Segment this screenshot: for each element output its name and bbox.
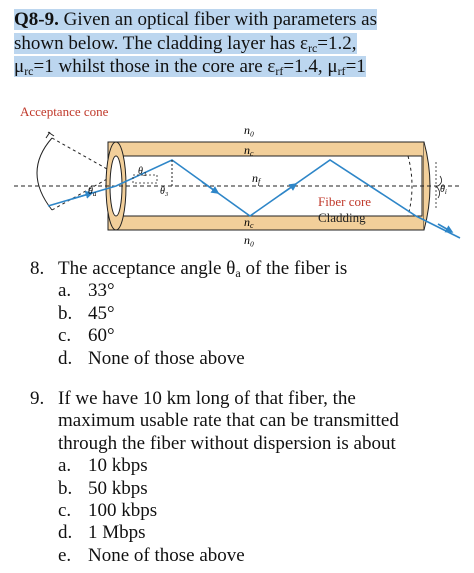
header-text-2b: =1.2, (317, 32, 357, 54)
header-text-3a: μ (14, 56, 25, 77)
n0-top-label: n₀ (244, 123, 254, 137)
q9-line-3: through the fiber without dispersion is … (58, 432, 396, 454)
q9-option-c[interactable]: c. 100 kbps (30, 500, 399, 522)
header-sub-3c: rf (337, 64, 346, 78)
fiber-diagram-svg: Acceptance cone θa θ₂ θ₃ θi (14, 104, 461, 247)
q8-option-b[interactable]: b. 45° (30, 303, 347, 325)
cone-mark (45, 131, 55, 139)
q8-option-b-letter: b. (58, 302, 73, 324)
q9-option-a-text: 10 kbps (88, 455, 148, 477)
q8-option-d-text: None of those above (88, 347, 245, 369)
header-sub-2: rc (307, 40, 318, 55)
theta-a-label: θa (88, 186, 97, 198)
header-line-3: μrc=1 whilst those in the core are εrf=1… (14, 56, 366, 77)
q8-option-c[interactable]: c. 60° (30, 325, 347, 347)
q8-stem: 8. The acceptance angle θa of the fiber … (30, 258, 347, 280)
light-ray (47, 159, 461, 239)
question-id: Q8-9. (14, 9, 59, 30)
ray-arrow-1 (71, 191, 94, 200)
header-text-3d: =1 (345, 56, 366, 77)
q9-option-a[interactable]: a. 10 kbps (30, 455, 399, 477)
q8-option-d-letter: d. (58, 347, 73, 369)
q9-text: If we have 10 km long of that fiber, the… (58, 388, 399, 455)
header-text-1: Given an optical fiber with parameters a… (58, 9, 377, 30)
q9-option-d-letter: d. (58, 522, 73, 544)
q8-text: The acceptance angle θa of the fiber is (58, 258, 347, 280)
q9-option-e-letter: e. (58, 544, 72, 566)
fiber-core-label: Fiber core (318, 194, 371, 209)
fiber-diagram: Acceptance cone θa θ₂ θ₃ θi (12, 102, 462, 250)
ray-arrow-4 (437, 223, 454, 233)
theta2-box (132, 174, 158, 184)
q8-option-a[interactable]: a. 33° (30, 280, 347, 302)
theta3-label: θ₃ (160, 186, 169, 197)
q8-option-a-text: 33° (88, 280, 115, 302)
n0-bottom-label: n₀ (244, 233, 254, 247)
nc-bottom-label: nc (244, 215, 254, 230)
q8-option-a-letter: a. (58, 280, 72, 302)
header-sub-3a: rc (24, 64, 34, 78)
q8-option-b-text: 45° (88, 302, 115, 324)
q9-option-b-text: 50 kbps (88, 477, 148, 499)
ray-arrow-2 (201, 181, 220, 194)
theta-i-arc-2 (437, 175, 442, 187)
q8-option-c-text: 60° (88, 325, 115, 347)
ray-arrow-3 (279, 183, 298, 196)
theta2-label: θ₂ (138, 166, 147, 177)
q9-line-1: If we have 10 km long of that fiber, the (58, 388, 356, 409)
theta-i-label: θi (440, 184, 447, 196)
nf-label: nf (252, 171, 262, 186)
q8-text-a: The acceptance angle θ (58, 258, 236, 279)
q9-option-a-letter: a. (58, 455, 72, 477)
cladding-label: Cladding (318, 210, 366, 225)
q9-option-c-letter: c. (58, 500, 72, 522)
header-text-2a: shown below. The cladding layer has ε (14, 32, 308, 54)
q9-option-b[interactable]: b. 50 kbps (30, 478, 399, 500)
q9-line-2: maximum usable rate that can be transmit… (58, 410, 399, 432)
q8-option-d[interactable]: d. None of those above (30, 348, 347, 370)
header-line-2: shown below. The cladding layer has εrc=… (14, 32, 357, 55)
q9-option-c-text: 100 kbps (88, 500, 158, 522)
question-8: 8. The acceptance angle θa of the fiber … (30, 258, 347, 370)
q8-text-b: of the fiber is (240, 258, 348, 279)
question-9: 9. If we have 10 km long of that fiber, … (30, 388, 399, 567)
q9-option-d[interactable]: d. 1 Mbps (30, 522, 399, 544)
question-header: Q8-9. Given an optical fiber with parame… (14, 8, 406, 79)
acceptance-cone-label: Acceptance cone (20, 104, 109, 119)
q9-option-e-text: None of those above (88, 544, 245, 566)
nc-top-label: nc (244, 143, 254, 158)
cone-arc-left (36, 137, 53, 211)
header-text-3c: =1.4, μ (283, 56, 338, 77)
header-line-1: Q8-9. Given an optical fiber with parame… (14, 9, 377, 30)
q9-option-e[interactable]: e. None of those above (30, 545, 399, 567)
q9-stem: 9. If we have 10 km long of that fiber, … (30, 388, 399, 455)
theta-i-arc (435, 185, 440, 199)
q9-number: 9. (30, 388, 45, 409)
q9-option-b-letter: b. (58, 477, 73, 499)
header-sub-3b: rf (275, 64, 284, 78)
q8-number: 8. (30, 258, 45, 279)
q8-text-sub: a (235, 266, 241, 280)
cone-edge-top (51, 137, 117, 175)
q9-option-d-text: 1 Mbps (88, 522, 146, 544)
q8-option-c-letter: c. (58, 325, 72, 347)
header-text-3b: =1 whilst those in the core are ε (33, 56, 276, 77)
cone-edge-bottom (51, 173, 117, 211)
